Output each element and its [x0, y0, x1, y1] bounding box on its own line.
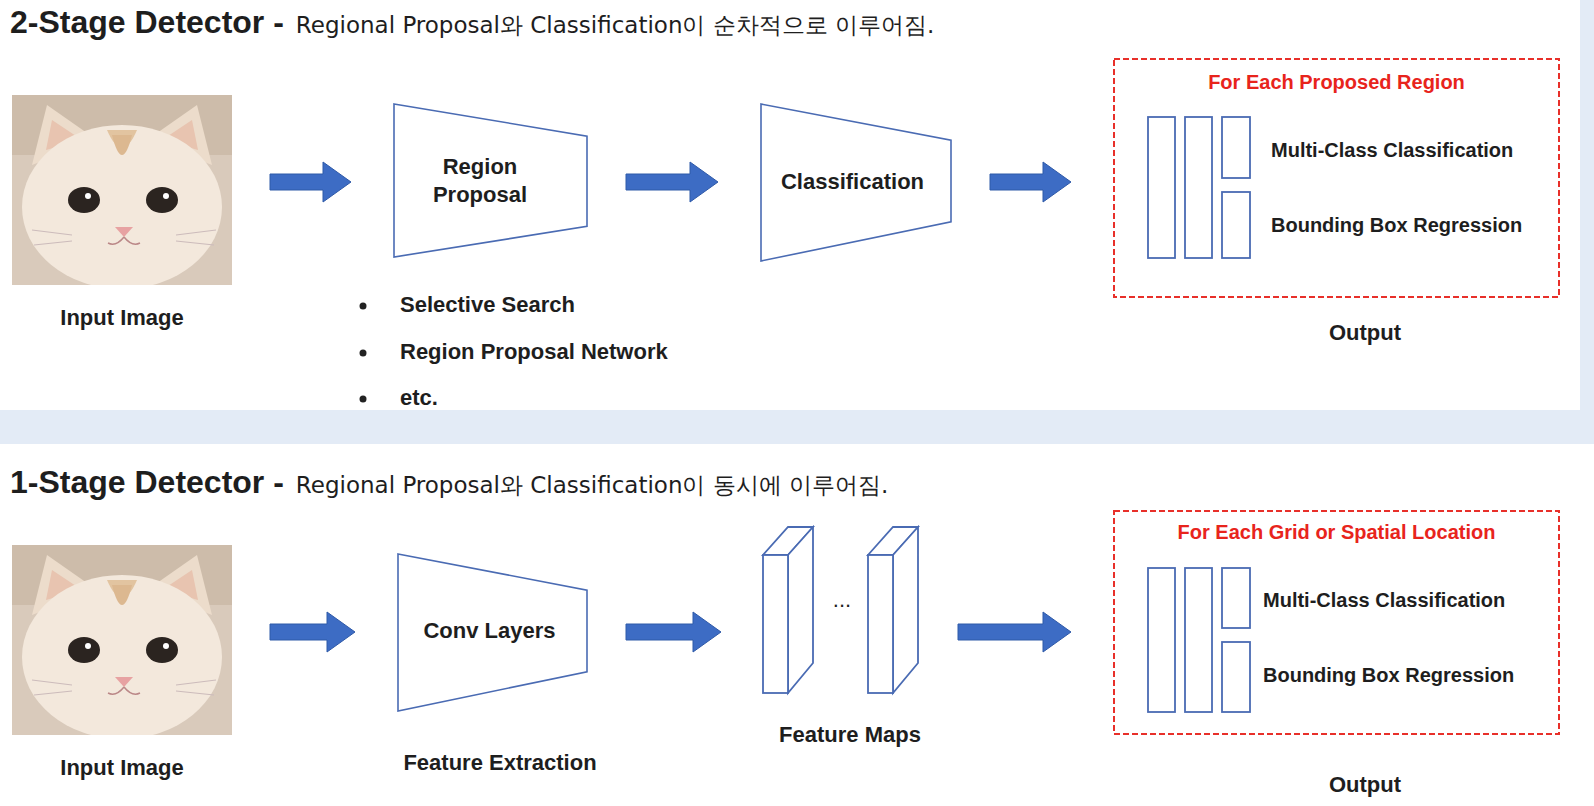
- detector-title: 2-Stage Detector -: [10, 4, 284, 41]
- output-label: Multi-Class Classification: [1271, 138, 1556, 162]
- stage-trapezoid: Classification: [760, 103, 952, 262]
- input-image: Input Image: [12, 545, 232, 735]
- section-heading: 1-Stage Detector - Regional Proposal와 Cla…: [10, 464, 888, 501]
- flow-arrow: [626, 162, 718, 202]
- stage-trapezoid: Conv LayersFeature Extraction: [397, 553, 588, 712]
- node-label: Classification: [765, 168, 940, 196]
- node-label: Feature Extraction: [365, 750, 635, 776]
- input-image: Input Image: [12, 95, 232, 285]
- bullet-item: Region Proposal Network: [400, 339, 668, 365]
- node-outline: [1113, 510, 1560, 735]
- bullet-item: etc.: [400, 385, 438, 411]
- output-label: Bounding Box Regression: [1263, 663, 1555, 687]
- flow-arrow: [626, 612, 721, 652]
- flow-arrow: [270, 162, 351, 202]
- output-box: For Each Grid or Spatial LocationMulti-C…: [1113, 510, 1560, 735]
- detector-title: 1-Stage Detector -: [10, 464, 284, 501]
- detector-description: Regional Proposal와 Classification이 동시에 이…: [296, 470, 889, 501]
- flow-arrow: [990, 162, 1071, 202]
- output-box: For Each Proposed RegionMulti-Class Clas…: [1113, 58, 1560, 298]
- node-label: Output: [1265, 320, 1465, 346]
- node-label: Output: [1265, 772, 1465, 798]
- bullet-item: Selective Search: [400, 292, 575, 318]
- node-outline: [393, 103, 588, 258]
- node-label: Region Proposal: [415, 153, 545, 208]
- region-note: For Each Proposed Region: [1113, 70, 1560, 94]
- node-outline: [1113, 58, 1560, 298]
- node-label: Input Image: [2, 755, 242, 781]
- node-label: Conv Layers: [402, 617, 577, 645]
- section-heading: 2-Stage Detector - Regional Proposal와 Cla…: [10, 4, 934, 41]
- stage-trapezoid: Region Proposal: [393, 103, 588, 258]
- feature-maps: ...Feature Maps: [763, 525, 920, 695]
- region-note: For Each Grid or Spatial Location: [1113, 520, 1560, 544]
- output-label: Multi-Class Classification: [1263, 588, 1555, 612]
- node-label: Input Image: [2, 305, 242, 331]
- flow-arrow: [270, 612, 355, 652]
- output-label: Bounding Box Regression: [1271, 213, 1556, 237]
- detector-description: Regional Proposal와 Classification이 순차적으로…: [296, 10, 935, 41]
- node-label: Feature Maps: [750, 722, 950, 748]
- node-label: ...: [815, 587, 869, 613]
- flow-arrow: [958, 612, 1071, 652]
